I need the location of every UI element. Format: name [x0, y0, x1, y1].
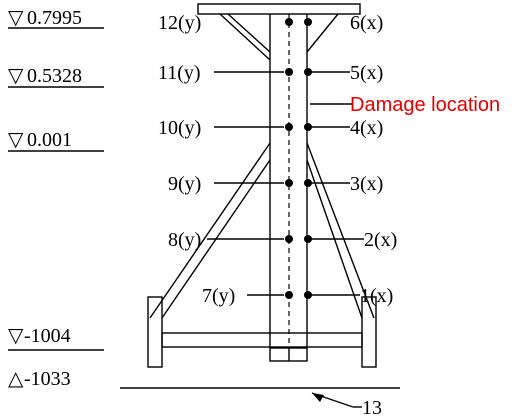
sensor-label-left: 9(y)	[168, 173, 201, 195]
sensor-point-x	[304, 18, 312, 26]
elevation-m1004: ▽ -1004	[8, 325, 104, 351]
sensor-point-x	[304, 123, 312, 131]
sensor-label-left: 7(y)	[202, 285, 235, 307]
elevation-symbol: ▽	[8, 325, 24, 347]
elevation-value: -1033	[24, 368, 71, 390]
sensor-group: 12(y) 6(x) 11(y) 5(x) 10(y) 4(x) 9(y) 3(x) 8(y) 2…	[158, 12, 397, 307]
leg-right-outer	[306, 142, 375, 319]
sensor-label-right: 4(x)	[350, 117, 383, 139]
elevation-m1033: △ -1033	[8, 368, 71, 390]
end-plate-right	[361, 296, 377, 368]
sensor-point-x	[304, 179, 312, 187]
sensor-label-right: 2(x)	[364, 229, 397, 251]
sensor-point-x	[304, 68, 312, 76]
elevation-0-5328: ▽ 0.5328	[8, 65, 104, 88]
elevation-symbol: ▽	[8, 65, 24, 87]
elevation-0-001: ▽ 0.001	[8, 129, 104, 152]
leg-left-outer	[149, 142, 271, 319]
sensor-label-right: 6(x)	[350, 12, 383, 34]
sensor-label-right: 5(x)	[350, 62, 383, 84]
elevation-value: 0.5328	[27, 65, 82, 87]
elevation-0-7995: ▽ 0.7995	[8, 7, 104, 29]
sensor-point-y	[285, 18, 293, 26]
top-plate	[197, 3, 361, 15]
elevation-value: 0.001	[27, 129, 72, 151]
sensor-point-y	[285, 68, 293, 76]
elevation-symbol: △	[8, 368, 24, 390]
sensor-point-y	[285, 235, 293, 243]
sensor-label-left: 11(y)	[158, 62, 201, 84]
sensor-point-y	[285, 291, 293, 299]
sensor-label-left: 8(y)	[168, 229, 201, 251]
top-brace-left	[219, 13, 271, 61]
end-plate-left	[147, 296, 163, 368]
sensor-label-left: 12(y)	[158, 12, 201, 34]
sensor-label-left: 10(y)	[158, 117, 201, 139]
damage-label: Damage location	[350, 94, 500, 116]
sensor-point-y	[285, 123, 293, 131]
sensor-label-right: 1(x)	[360, 285, 393, 307]
top-brace-left-inner	[227, 13, 271, 53]
sensor-point-x	[304, 291, 312, 299]
top-brace-right	[306, 13, 339, 53]
elevation-value: 0.7995	[27, 7, 82, 29]
sensor-point-y	[285, 179, 293, 187]
ground-label: 13	[362, 397, 382, 419]
elevation-value: -1004	[24, 325, 71, 347]
base-beam	[161, 332, 363, 348]
elevation-symbol: ▽	[8, 7, 24, 29]
elevation-symbol: ▽	[8, 129, 24, 151]
sensor-point-x	[304, 235, 312, 243]
arrow-icon	[312, 393, 324, 402]
sensor-label-right: 3(x)	[350, 173, 383, 195]
